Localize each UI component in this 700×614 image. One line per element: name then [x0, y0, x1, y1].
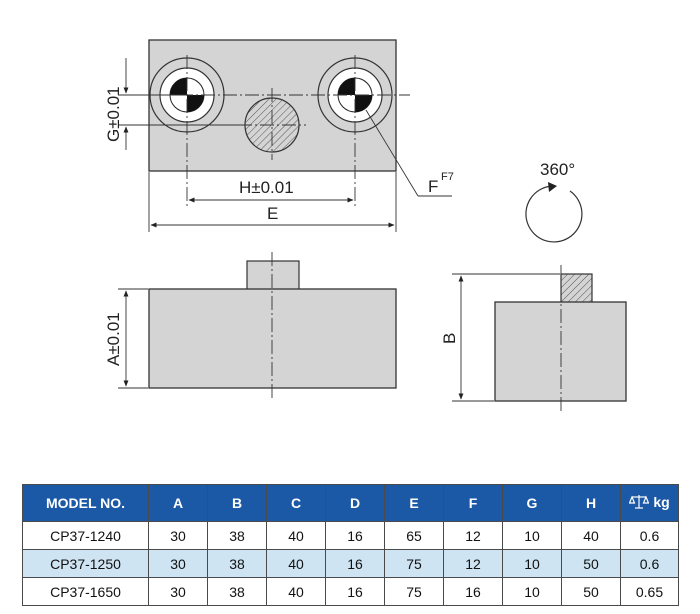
side-view-pin-section — [560, 273, 593, 304]
cell-model: CP37-1240 — [22, 521, 149, 550]
cell-g: 10 — [502, 549, 562, 578]
cell-e: 65 — [384, 521, 444, 550]
cell-d: 16 — [325, 549, 385, 578]
cell-a: 30 — [148, 577, 208, 606]
front-view-block — [148, 288, 397, 389]
table-header-row: MODEL NO. A B C D E F G H — [22, 484, 679, 522]
cell-f: 16 — [443, 577, 503, 606]
cell-kg: 0.6 — [620, 521, 679, 550]
e-dimension — [148, 172, 397, 232]
cell-e: 75 — [384, 577, 444, 606]
cell-h: 50 — [561, 549, 621, 578]
side-view-block — [494, 301, 627, 402]
header-h: H — [561, 484, 621, 522]
a-tolerance-label: A±0.01 — [104, 312, 123, 366]
b-dimension — [452, 273, 560, 402]
f-leader — [365, 109, 452, 197]
header-d: D — [325, 484, 385, 522]
f-label: F — [428, 177, 438, 196]
top-view: G±0.01 H±0.01 E F F7 360° — [104, 39, 583, 243]
cell-model: CP37-1650 — [22, 577, 149, 606]
cell-e: 75 — [384, 549, 444, 578]
cell-g: 10 — [502, 521, 562, 550]
cell-g: 10 — [502, 577, 562, 606]
header-c: C — [266, 484, 326, 522]
f-fit-label: F7 — [441, 171, 454, 183]
cell-c: 40 — [266, 521, 326, 550]
header-weight: kg — [620, 484, 679, 522]
cell-f: 12 — [443, 549, 503, 578]
spec-table: MODEL NO. A B C D E F G H — [22, 484, 679, 606]
technical-drawing: G±0.01 H±0.01 E F F7 360° — [104, 39, 627, 412]
rotation-label: 360° — [540, 160, 575, 179]
header-model: MODEL NO. — [22, 484, 149, 522]
cell-f: 12 — [443, 521, 503, 550]
cell-h: 40 — [561, 521, 621, 550]
front-view-pin — [246, 260, 300, 291]
cell-d: 16 — [325, 577, 385, 606]
cell-a: 30 — [148, 549, 208, 578]
cell-kg: 0.65 — [620, 577, 679, 606]
e-label: E — [267, 204, 278, 223]
cell-model: CP37-1250 — [22, 549, 149, 578]
cell-c: 40 — [266, 577, 326, 606]
table-row: CP37-1240 30 38 40 16 65 12 10 40 0.6 — [22, 521, 679, 550]
table-row: CP37-1650 30 38 40 16 75 16 10 50 0.65 — [22, 577, 679, 606]
scale-icon — [629, 494, 650, 509]
g-dimension — [118, 58, 245, 150]
cell-b: 38 — [207, 521, 267, 550]
cell-c: 40 — [266, 549, 326, 578]
cell-kg: 0.6 — [620, 549, 679, 578]
h-tolerance-label: H±0.01 — [239, 178, 294, 197]
side-view: B — [440, 265, 627, 412]
rotation-360-icon — [525, 182, 583, 243]
a-dimension — [118, 288, 148, 389]
cell-d: 16 — [325, 521, 385, 550]
table-row: CP37-1250 30 38 40 16 75 12 10 50 0.6 — [22, 549, 679, 578]
cell-b: 38 — [207, 577, 267, 606]
cell-b: 38 — [207, 549, 267, 578]
cell-h: 50 — [561, 577, 621, 606]
header-a: A — [148, 484, 208, 522]
weight-unit: kg — [653, 493, 670, 510]
header-b: B — [207, 484, 267, 522]
header-g: G — [502, 484, 562, 522]
cell-a: 30 — [148, 521, 208, 550]
b-label: B — [440, 333, 459, 344]
header-f: F — [443, 484, 503, 522]
header-e: E — [384, 484, 444, 522]
g-tolerance-label: G±0.01 — [104, 86, 123, 142]
front-view: A±0.01 — [104, 252, 397, 398]
